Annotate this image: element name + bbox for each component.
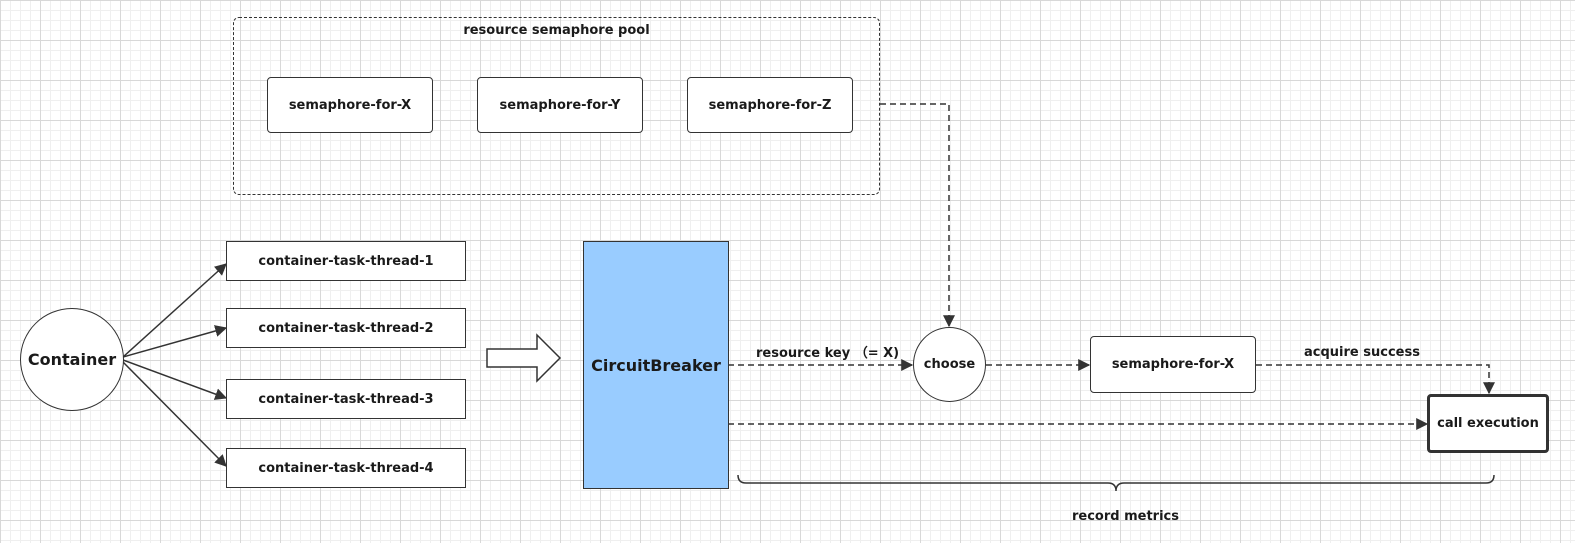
- arrow-container-to-thread-2: [122, 325, 228, 358]
- thread-node-4[interactable]: container-task-thread-4: [226, 448, 466, 488]
- record-metrics-brace: [737, 474, 1495, 492]
- resource-key-label: resource key （= X): [756, 346, 900, 361]
- arrow-pool-to-choose: [880, 103, 955, 328]
- arrow-container-to-thread-3: [122, 359, 228, 400]
- semaphore-pool-title: resource semaphore pool: [463, 23, 650, 38]
- arrow-container-to-thread-4: [122, 361, 227, 467]
- flow-block-arrow: [486, 333, 562, 383]
- thread-node-2[interactable]: container-task-thread-2: [226, 308, 466, 348]
- selected-semaphore-node[interactable]: semaphore-for-X: [1090, 336, 1256, 393]
- arrow-container-to-thread-1: [122, 263, 227, 358]
- thread-node-3[interactable]: container-task-thread-3: [226, 379, 466, 419]
- thread-node-1[interactable]: container-task-thread-1: [226, 241, 466, 281]
- container-node[interactable]: Container: [20, 308, 124, 411]
- semaphore-node-z[interactable]: semaphore-for-Z: [687, 77, 853, 133]
- semaphore-node-x[interactable]: semaphore-for-X: [267, 77, 433, 133]
- arrow-semaphore-to-call: [1256, 364, 1495, 395]
- call-execution-node[interactable]: call execution: [1427, 394, 1549, 453]
- choose-node[interactable]: choose: [913, 327, 986, 402]
- acquire-success-label: acquire success: [1304, 345, 1420, 360]
- circuit-breaker-node[interactable]: CircuitBreaker: [583, 241, 729, 489]
- semaphore-pool-group: resource semaphore pool: [233, 17, 880, 195]
- record-metrics-label: record metrics: [1072, 509, 1179, 524]
- semaphore-node-y[interactable]: semaphore-for-Y: [477, 77, 643, 133]
